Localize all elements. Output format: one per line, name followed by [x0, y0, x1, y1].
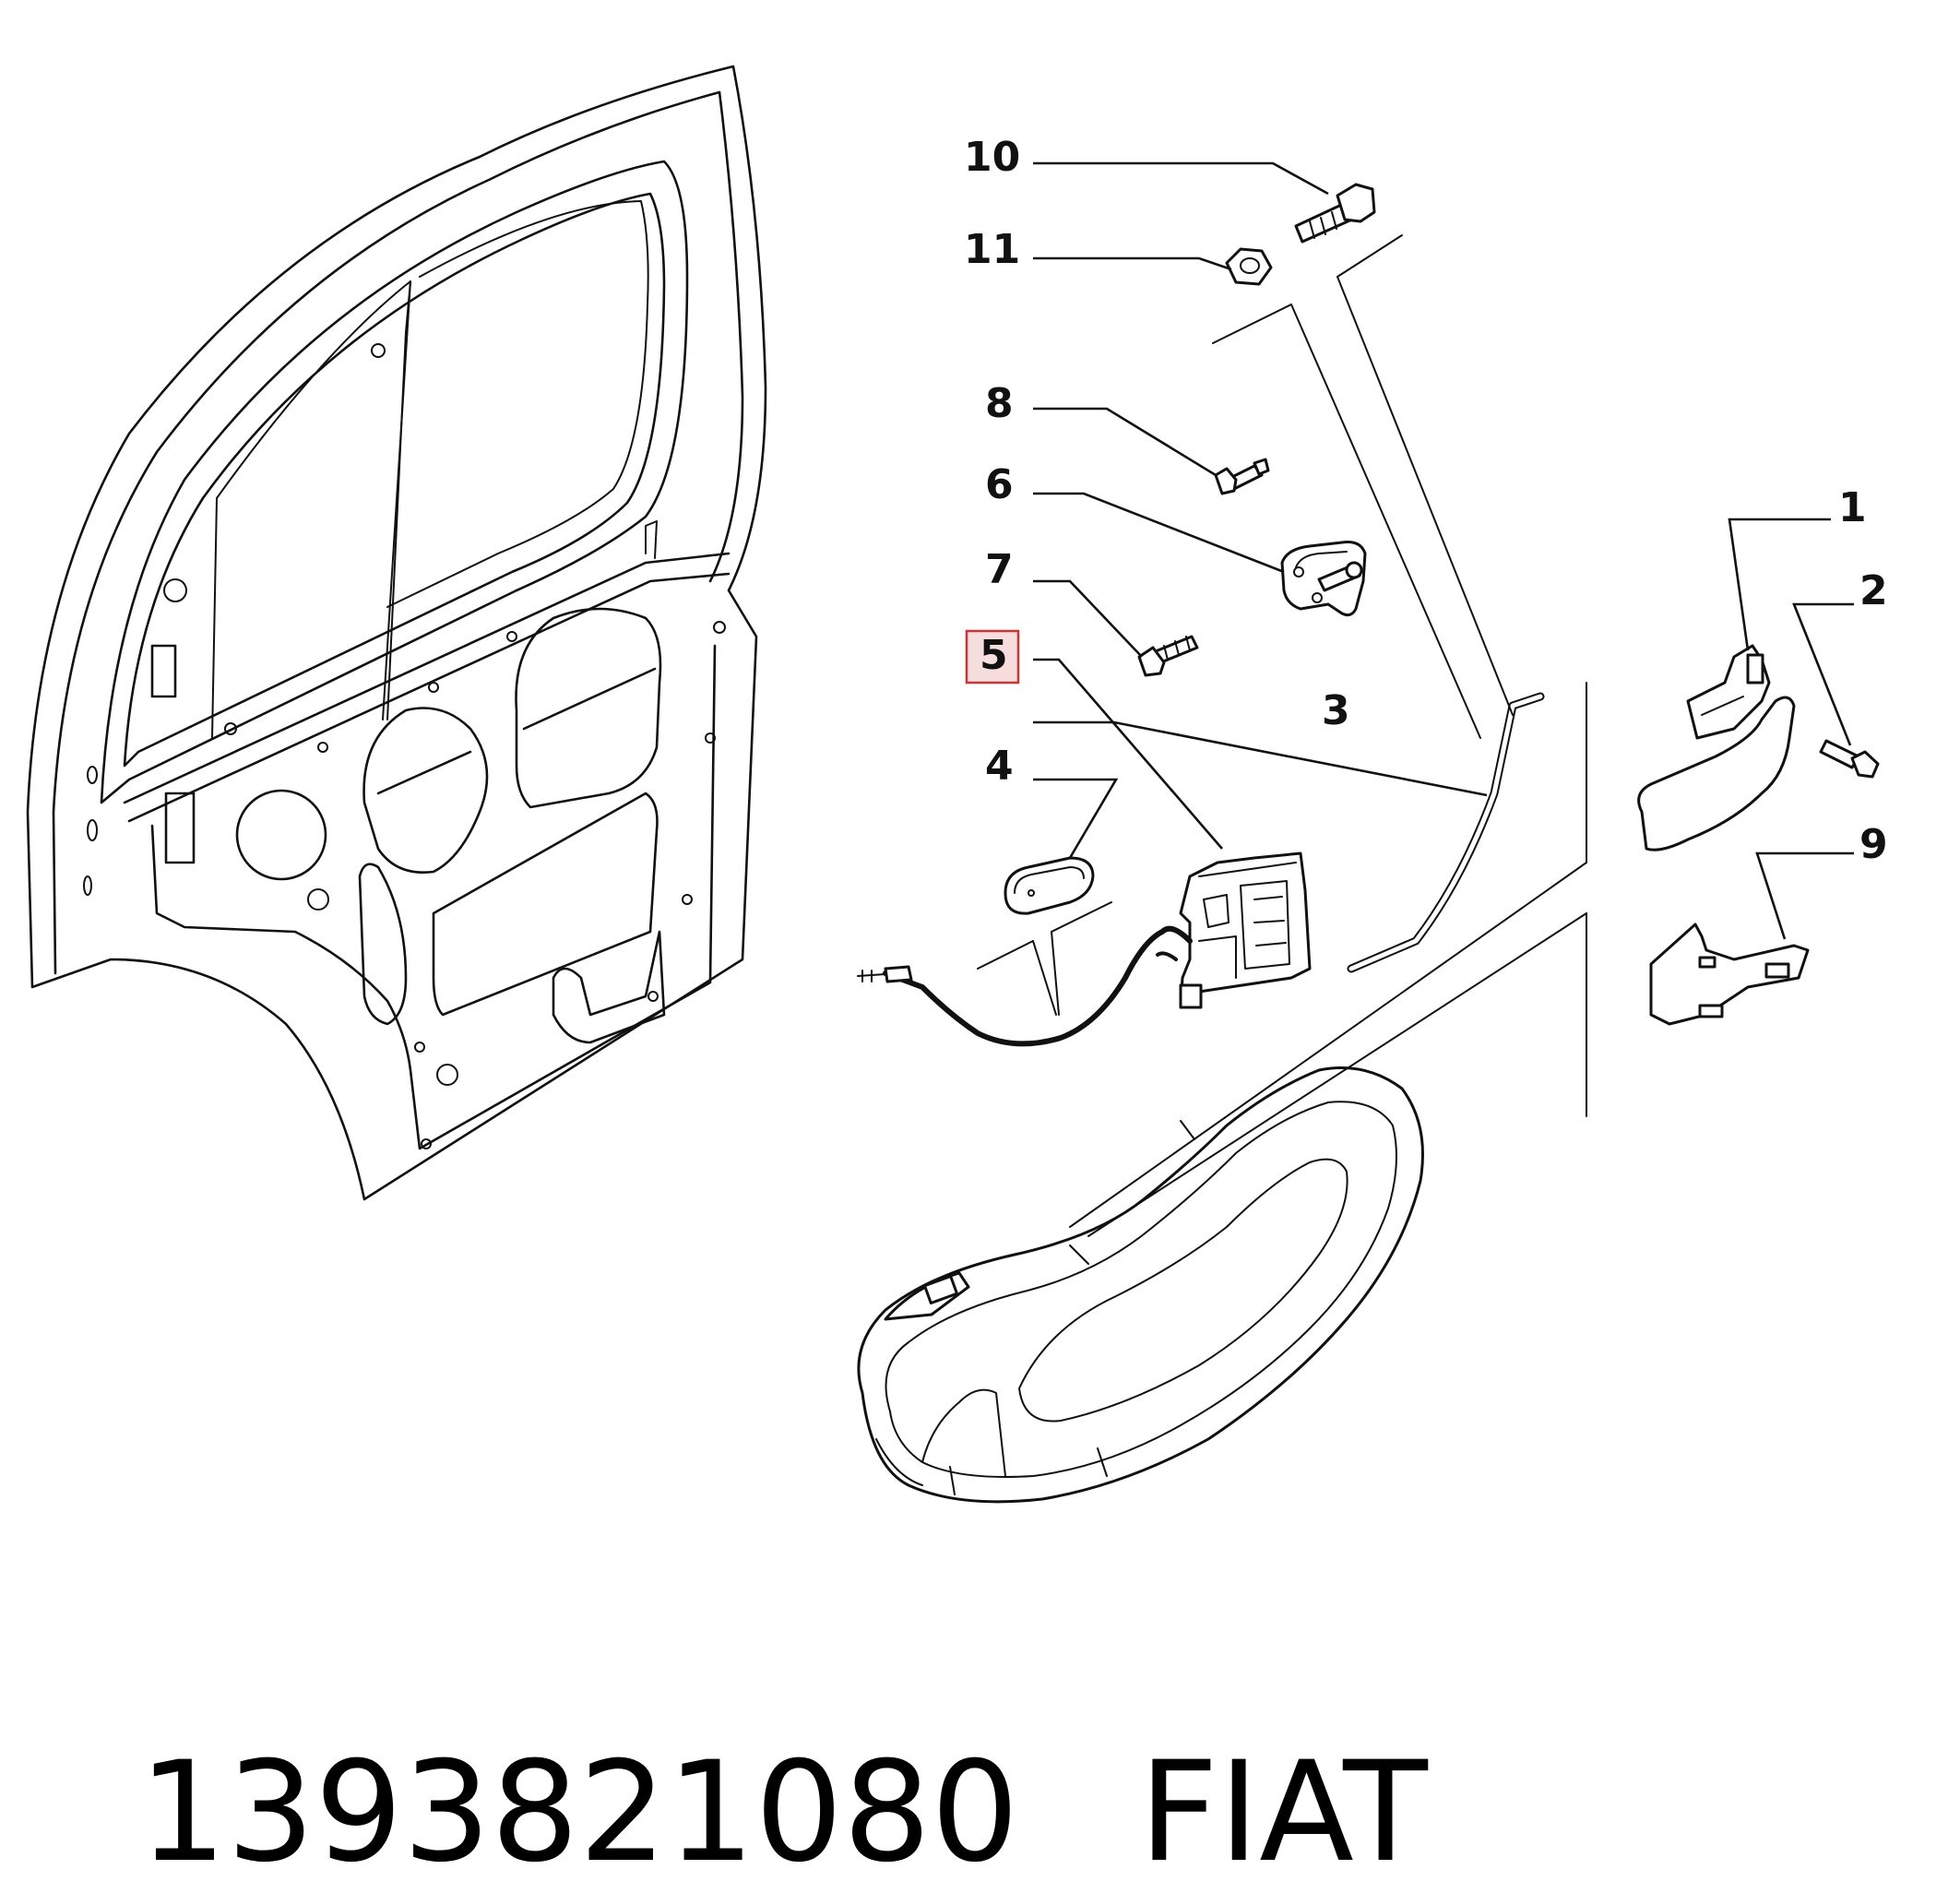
inner-handle-part-1 [1637, 644, 1796, 851]
screw-part-8 [1214, 458, 1270, 495]
striker-plate-part-6 [1280, 541, 1367, 617]
door-lock-exploded-diagram: 10 11 8 6 7 5 4 3 1 2 9 [26, 65, 1888, 1504]
callout-8: 8 [985, 380, 1014, 427]
callout-11: 11 [964, 226, 1020, 273]
brand-name: FIAT [1138, 1732, 1428, 1893]
cover-plug-part-4 [1004, 856, 1095, 915]
exterior-handle [857, 1066, 1424, 1504]
guide-lines [977, 234, 1587, 1237]
callout-5-highlight [965, 629, 1020, 685]
callout-4: 4 [985, 743, 1014, 790]
callout-3: 3 [1322, 687, 1350, 734]
callout-10: 10 [964, 134, 1020, 181]
nut-part-11 [1225, 247, 1273, 286]
callout-7: 7 [985, 546, 1014, 593]
callout-6: 6 [985, 461, 1014, 508]
bezel-part-9 [1649, 923, 1810, 1026]
screw-part-2 [1819, 739, 1880, 779]
callout-1: 1 [1838, 484, 1867, 531]
callout-2: 2 [1859, 567, 1888, 614]
callout-labels: 10 11 8 6 7 5 4 3 1 2 9 [964, 134, 1888, 868]
callout-5: 5 [980, 632, 1008, 679]
door-panel [26, 65, 767, 1201]
leader-lines [1033, 161, 1854, 940]
screw-part-7 [1137, 635, 1199, 677]
part-number: 1393821080 [138, 1732, 1019, 1893]
callout-9: 9 [1859, 821, 1888, 868]
part-caption: 1393821080 FIAT [51, 1605, 1428, 1893]
rod-part-3 [1347, 692, 1545, 973]
bolt-part-10 [1294, 183, 1376, 244]
door-lock-part-5 [857, 851, 1312, 1047]
